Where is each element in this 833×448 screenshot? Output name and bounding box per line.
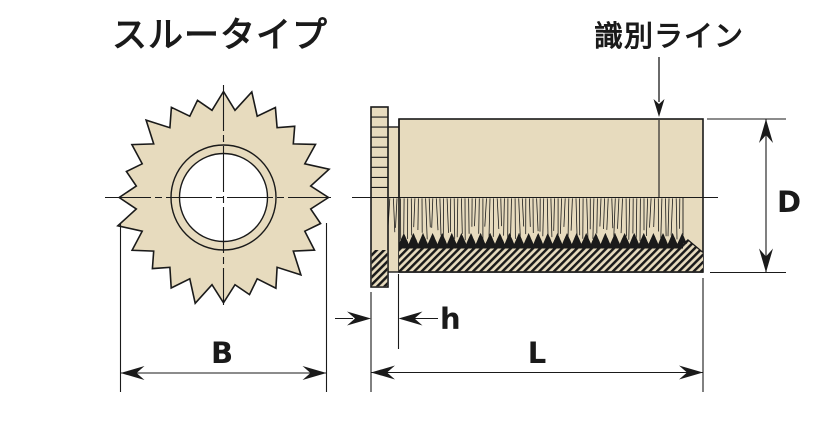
side-view bbox=[352, 106, 718, 288]
flange-section-hatch bbox=[371, 250, 388, 287]
right-arrow-icon bbox=[302, 366, 327, 380]
dimension-B: B bbox=[119, 223, 328, 392]
callout-identification-line: 識別ライン bbox=[594, 19, 744, 117]
dimension-L: L bbox=[370, 278, 704, 392]
left-arrow-icon bbox=[398, 311, 423, 326]
left-arrow-icon bbox=[371, 365, 395, 380]
dim-label-D: D bbox=[777, 185, 801, 219]
serration-teeth bbox=[399, 233, 687, 249]
knurl-texture bbox=[387, 198, 681, 243]
dimension-h: h bbox=[335, 274, 461, 349]
down-arrow-icon bbox=[653, 99, 665, 117]
down-arrow-icon bbox=[759, 248, 773, 273]
left-arrow-icon bbox=[120, 366, 145, 380]
front-view bbox=[105, 85, 331, 305]
up-arrow-icon bbox=[759, 119, 773, 143]
page-title: スルータイプ bbox=[112, 16, 328, 56]
callout-label: 識別ライン bbox=[594, 19, 744, 53]
right-arrow-icon bbox=[679, 365, 703, 380]
dimension-D: D bbox=[707, 118, 801, 274]
dim-label-B: B bbox=[211, 336, 233, 370]
dim-label-L: L bbox=[528, 336, 546, 370]
end-chamfer-edge bbox=[687, 239, 704, 253]
right-arrow-icon bbox=[347, 311, 371, 326]
dim-label-h: h bbox=[440, 302, 461, 336]
